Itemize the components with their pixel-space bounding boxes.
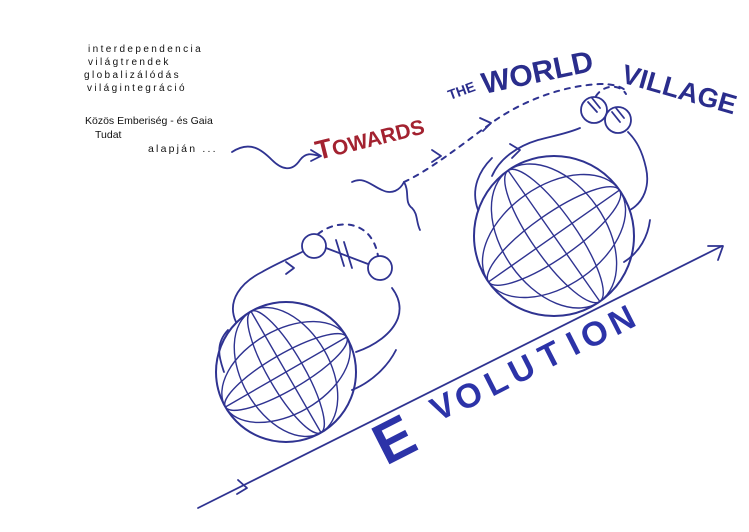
globe-creature-left [215, 223, 401, 443]
keyword-list: interdependencia világtrendek globalizál… [84, 44, 203, 94]
globe-creature-right [473, 85, 651, 317]
headline: TOWARDS THE WORLD VILLAGE [312, 45, 740, 166]
note-line-1: Közös Emberiség - és Gaia [85, 115, 213, 127]
evolution-arrow [197, 245, 724, 509]
evolution-word: E V O L U T I O N [362, 298, 641, 477]
keyword-vilagintegracio: világintegráció [87, 83, 187, 94]
squiggle-arrow-1 [231, 145, 322, 170]
note-block: Közös Emberiség - és Gaia Tudat alapján … [85, 115, 218, 155]
globe-icon [215, 301, 357, 443]
note-line-3: alapján ... [148, 143, 218, 155]
evolution-initial: E [362, 402, 426, 477]
headline-village: VILLAGE [618, 59, 740, 120]
dashed-arrow-upper [403, 82, 626, 183]
note-line-2: Tudat [95, 129, 122, 141]
keyword-globalizalodas: globalizálódás [84, 70, 181, 81]
globe-icon [473, 155, 635, 317]
evolution-letter-t: T [532, 334, 568, 377]
squiggle-arrow-2 [351, 179, 421, 231]
keyword-interdependencia: interdependencia [88, 44, 203, 55]
headline-world: WORLD [479, 45, 597, 101]
headline-the: THE [446, 78, 478, 103]
headline-towards: TOWARDS [312, 110, 427, 166]
keyword-vilagtrendek: világtrendek [88, 57, 171, 68]
